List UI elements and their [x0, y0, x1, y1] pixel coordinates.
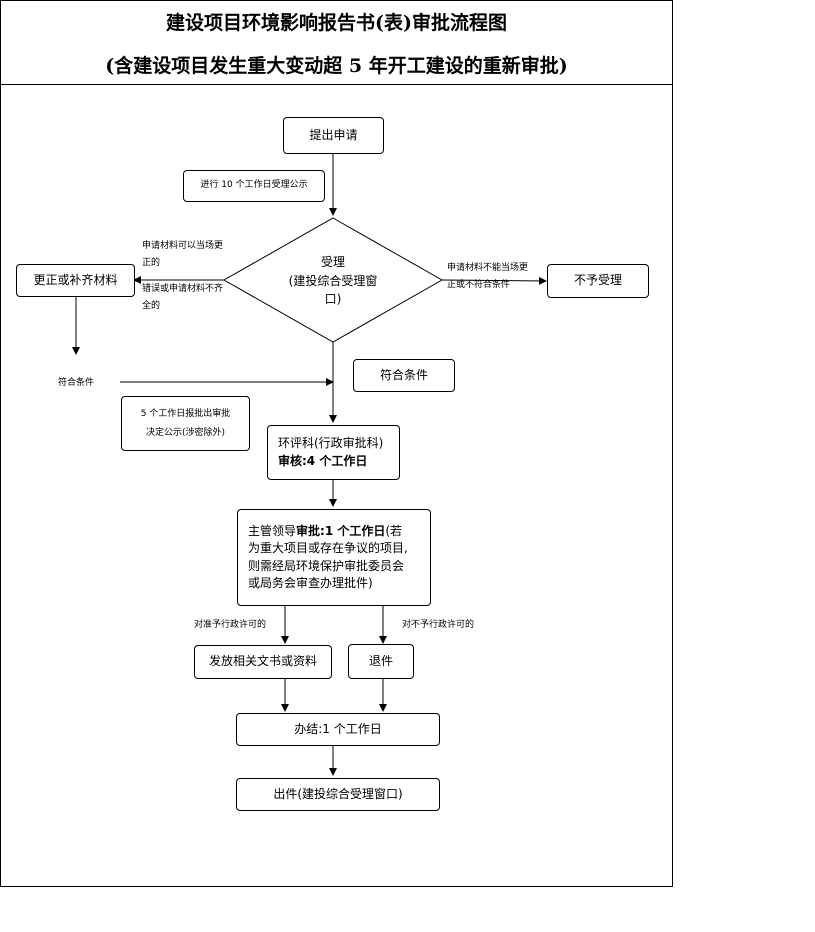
complete-box: 办结:1 个工作日 [236, 713, 440, 746]
qualified-box: 符合条件 [353, 359, 455, 392]
leader-box: 主管领导审批:1 个工作日(若 为重大项目或存在争议的项目, 则需经局环境保护审… [237, 509, 431, 606]
correct-box: 更正或补齐材料 [16, 264, 135, 297]
title-header [0, 0, 673, 85]
leader-bold: 审批:1 个工作日 [296, 523, 386, 538]
label-incomplete: 错误或申请材料不齐 全的 [142, 284, 224, 312]
issue-docs-box: 发放相关文书或资料 [194, 645, 332, 679]
reject-box: 不予受理 [547, 264, 649, 298]
label-approve: 对准予行政许可的 [194, 620, 267, 630]
leader-line4: 或局务会审查办理批件) [248, 575, 373, 590]
label-deny: 对不予行政许可的 [402, 620, 475, 630]
env-dept-line2: 审核:4 个工作日 [278, 453, 368, 468]
label-correctable: 申请材料可以当场更 正的 [142, 241, 224, 269]
accept-line1: 受理 [320, 255, 345, 269]
output-label: 出件(建投综合受理窗口) [273, 786, 403, 801]
flowchart-title: 建设项目环境影响报告书(表)审批流程图 [166, 12, 507, 34]
accept-line2: (建投综合受理窗 [288, 273, 378, 288]
decision-notice-line1: 5 个工作日报批出审批 [140, 408, 231, 419]
return-docs-label: 退件 [368, 653, 393, 668]
decision-notice-box: 5 个工作日报批出审批 决定公示(涉密除外) [121, 396, 250, 451]
label-qualified-left: 符合条件 [58, 378, 95, 388]
label-not-correctable: 申请材料不能当场更 正或不符合条件 [447, 263, 529, 291]
accept-line3: 口) [324, 292, 342, 307]
env-dept-box: 环评科(行政审批科) 审核:4 个工作日 [267, 425, 400, 480]
issue-docs-label: 发放相关文书或资料 [208, 654, 317, 669]
public-notice-label: 进行 10 个工作日受理公示 [200, 180, 308, 191]
arrow-accept-to-reject [441, 276, 547, 285]
decision-notice-line2: 决定公示(涉密除外) [145, 427, 226, 438]
leader-line2: 为重大项目或存在争议的项目, [248, 541, 408, 556]
qualified-box-label: 符合条件 [379, 367, 428, 382]
flowchart-frame [0, 0, 673, 887]
leader-line3: 则需经局环境保护审批委员会 [248, 558, 405, 573]
complete-label: 办结:1 个工作日 [294, 721, 382, 736]
leader-rest1: (若 [385, 523, 403, 538]
flowchart-subtitle: (含建设项目发生重大变动超 5 年开工建设的重新审批) [105, 55, 568, 77]
reject-label: 不予受理 [573, 273, 622, 288]
env-dept-line1: 环评科(行政审批科) [278, 436, 384, 451]
correct-label: 更正或补齐材料 [33, 272, 118, 287]
accept-diamond-text: 受理 (建投综合受理窗 口) [258, 253, 408, 309]
apply-box: 提出申请 [283, 117, 384, 154]
apply-label: 提出申请 [309, 127, 358, 142]
leader-prefix: 主管领导 [248, 523, 297, 538]
public-notice-box: 进行 10 个工作日受理公示 [183, 170, 325, 202]
return-docs-box: 退件 [348, 644, 414, 679]
output-box: 出件(建投综合受理窗口) [236, 778, 440, 811]
